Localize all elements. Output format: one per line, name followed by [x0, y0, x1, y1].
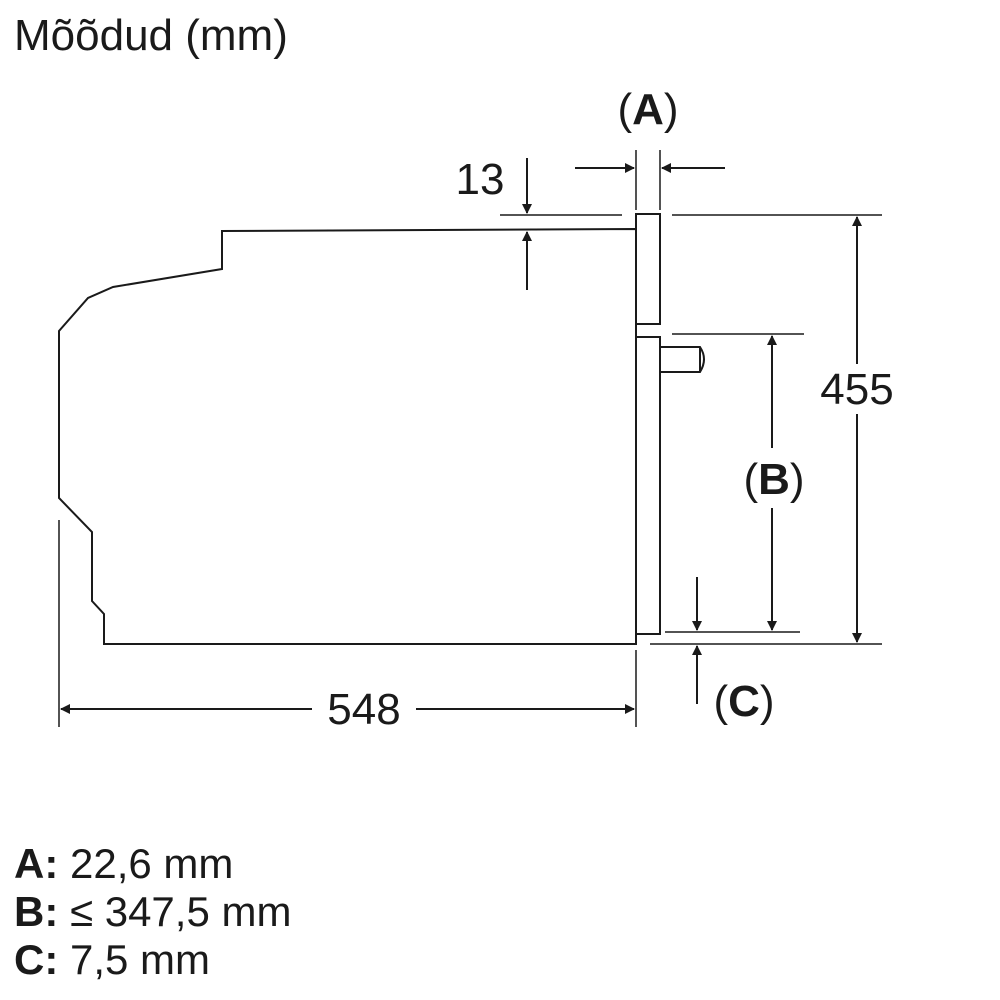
- legend-key: A:: [14, 840, 59, 887]
- page-title: Mõõdud (mm): [14, 11, 288, 60]
- legend-value: 7,5 mm: [70, 936, 211, 983]
- label-a: (A): [617, 85, 678, 134]
- top-offset-value: 13: [456, 155, 505, 204]
- label-c: (C): [713, 677, 774, 726]
- legend-item-c: C: 7,5 mm: [14, 936, 291, 984]
- legend-item-b: B: ≤ 347,5 mm: [14, 888, 291, 936]
- dimension-legend: A: 22,6 mm B: ≤ 347,5 mm C: 7,5 mm: [14, 840, 291, 984]
- legend-value: 22,6 mm: [70, 840, 234, 887]
- legend-value: ≤ 347,5 mm: [70, 888, 292, 935]
- front-panel-door: [635, 336, 661, 635]
- legend-key: B:: [14, 888, 59, 935]
- depth-value: 548: [327, 685, 400, 734]
- legend-key: C:: [14, 936, 59, 983]
- legend-item-a: A: 22,6 mm: [14, 840, 291, 888]
- height-value: 455: [820, 365, 893, 414]
- control-knob: [660, 346, 705, 373]
- oven-body-outline: [58, 227, 637, 645]
- label-b: (B): [743, 455, 804, 504]
- front-panel-upper: [635, 213, 661, 325]
